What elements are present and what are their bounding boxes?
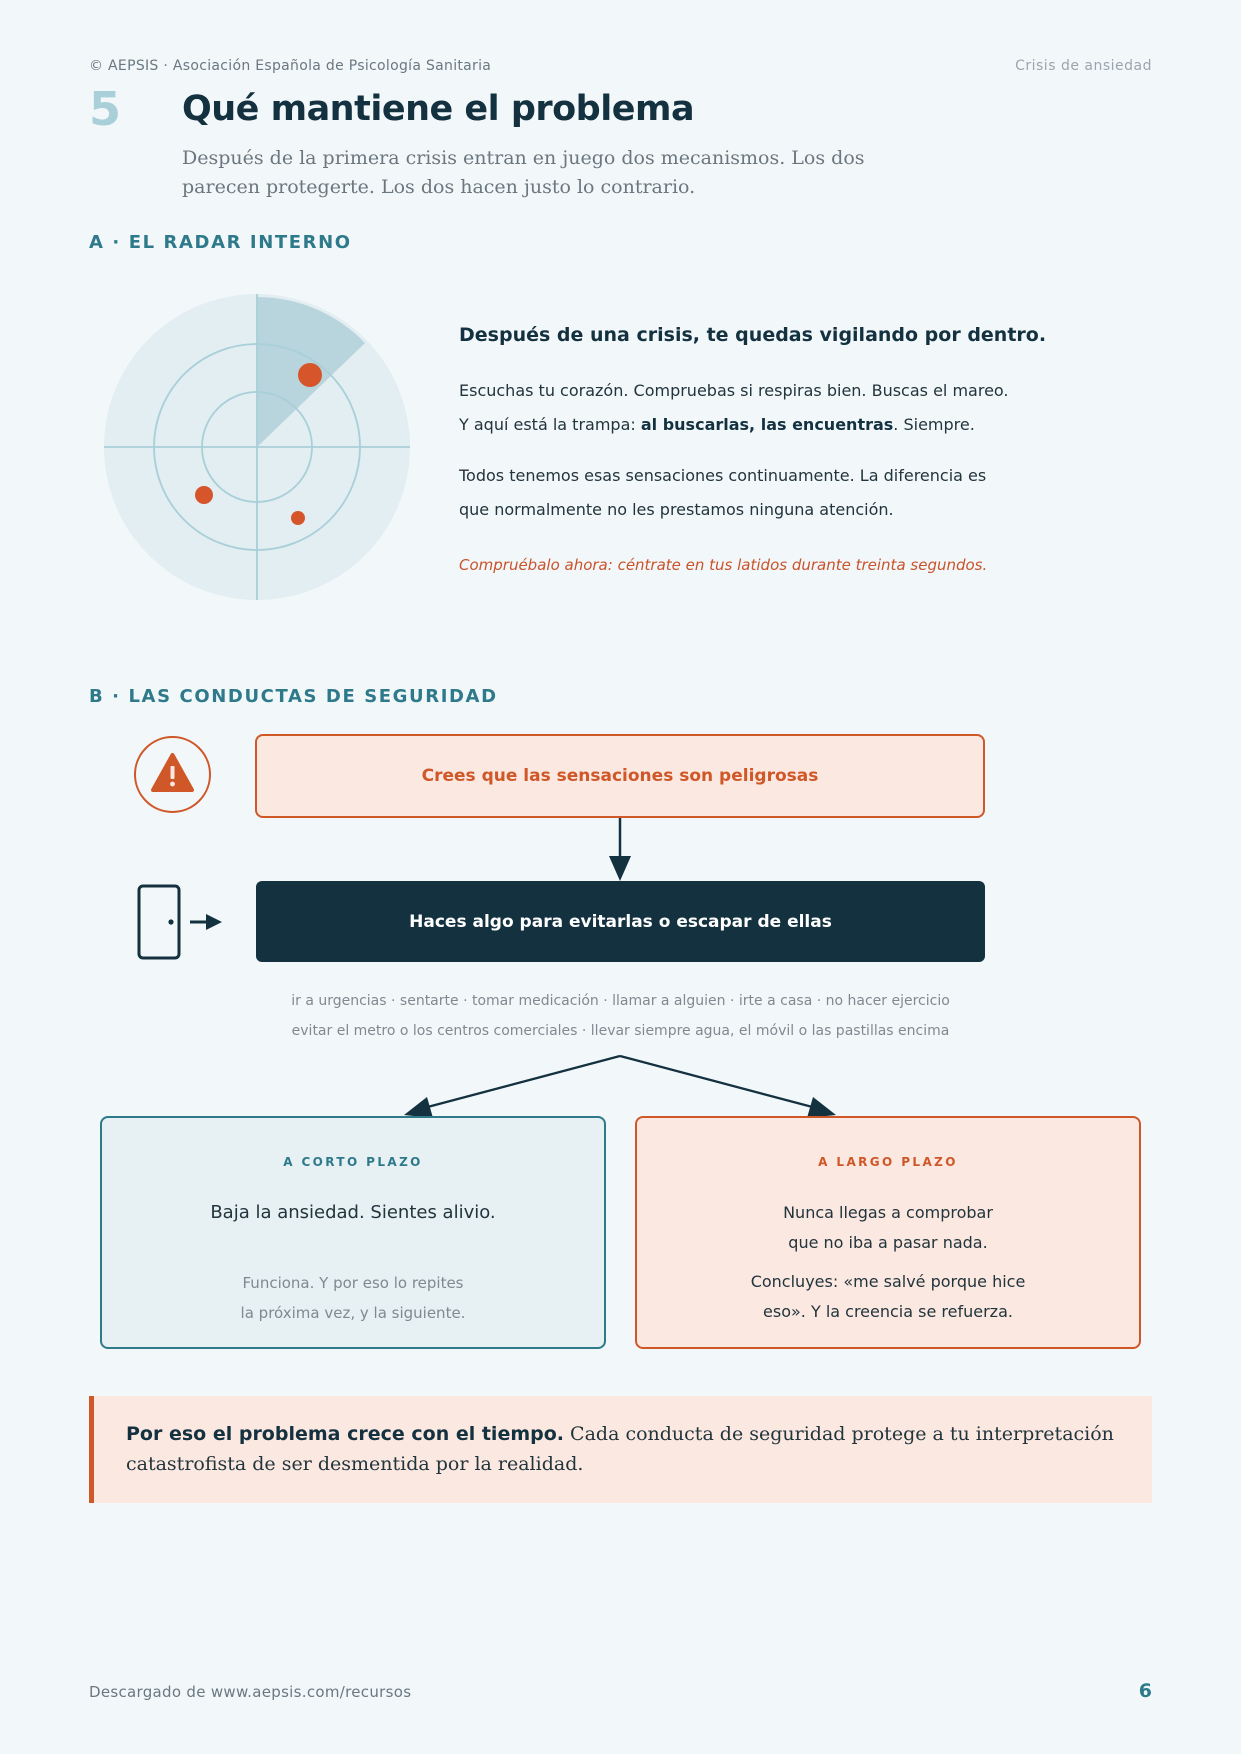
footer-source: Descargado de www.aepsis.com/recursos: [89, 1683, 412, 1701]
belief-box: Crees que las sensaciones son peligrosas: [255, 734, 985, 818]
chapter-title: Qué mantiene el problema: [182, 89, 695, 129]
page-number: 6: [1138, 1680, 1152, 1702]
short-term-main: Baja la ansiedad. Sientes alivio.: [210, 1202, 496, 1223]
short-term-card: A CORTO PLAZO Baja la ansiedad. Sientes …: [100, 1116, 606, 1349]
long-term-text-2: Concluyes: «me salvé porque hice eso». Y…: [750, 1272, 1026, 1321]
avoidance-action-box: Haces algo para evitarlas o escapar de e…: [256, 881, 985, 962]
radar-paragraph-1-line-1: Escuchas tu corazón. Compruebas si respi…: [459, 381, 1009, 400]
section-b-label: B · LAS CONDUCTAS DE SEGURIDAD: [89, 686, 498, 707]
split-arrows-icon: [404, 1054, 836, 1118]
radar-exercise-hint: Compruébalo ahora: céntrate en tus latid…: [459, 556, 988, 574]
header-document-title: Crisis de ansiedad: [1015, 58, 1152, 74]
long-term-title: A LARGO PLAZO: [818, 1155, 958, 1169]
header-publisher: © AEPSIS · Asociación Española de Psicol…: [89, 58, 492, 74]
arrow-down-icon: [609, 818, 631, 881]
chapter-number: 5: [89, 82, 122, 136]
conclusion-bold: Por eso el problema crece con el tiempo.: [126, 1423, 565, 1445]
trap-emphasis: al buscarlas, las encuentras: [640, 415, 894, 434]
short-term-title: A CORTO PLAZO: [283, 1155, 423, 1169]
conclusion-callout: Por eso el problema crece con el tiempo.…: [89, 1396, 1152, 1503]
safety-behaviour-examples: ir a urgencias · sentarte · tomar medica…: [256, 986, 985, 1046]
long-term-text-1: Nunca llegas a comprobar que no iba a pa…: [783, 1203, 993, 1252]
radar-heading: Después de una crisis, te quedas vigilan…: [459, 324, 1047, 346]
long-term-card: A LARGO PLAZO Nunca llegas a comprobar q…: [635, 1116, 1141, 1349]
radar-paragraph-2: Todos tenemos esas sensaciones continuam…: [459, 466, 987, 519]
radar-paragraph-1-line-2: Y aquí está la trampa: al buscarlas, las…: [459, 415, 975, 434]
section-a-label: A · EL RADAR INTERNO: [89, 232, 352, 253]
conclusion-text: Por eso el problema crece con el tiempo.…: [126, 1423, 1114, 1475]
chapter-subtitle: Después de la primera crisis entran en j…: [182, 147, 865, 198]
examples-line-2: evitar el metro o los centros comerciale…: [291, 1023, 950, 1039]
radar-icon: [104, 294, 410, 600]
examples-line-1: ir a urgencias · sentarte · tomar medica…: [291, 993, 950, 1009]
short-term-note: Funciona. Y por eso lo repites la próxim…: [240, 1274, 466, 1322]
warning-badge: [134, 736, 211, 813]
radar-paragraph-1: Escuchas tu corazón. Compruebas si respi…: [459, 374, 1059, 442]
door-exit-icon: [137, 884, 222, 960]
warning-icon: [151, 753, 194, 792]
